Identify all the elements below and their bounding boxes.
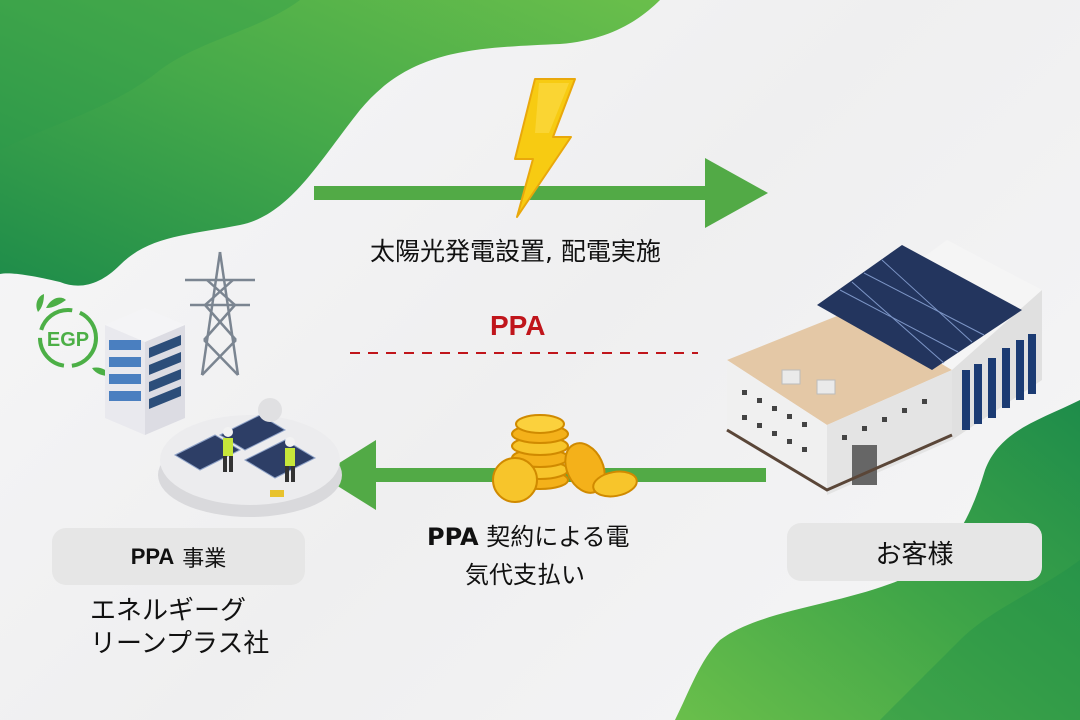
provider-illustration: EGP <box>20 250 342 520</box>
provider-label-text: 事業 <box>182 546 227 572</box>
arrow-right <box>314 158 768 228</box>
customer-label-box: お客様 <box>787 523 1042 581</box>
provider-name-line1: エネルギーグ <box>90 596 247 626</box>
power-tower-icon <box>185 251 255 376</box>
coins-icon <box>492 414 638 503</box>
flow-bottom-label-line1: PPA 契約による電 <box>427 517 629 552</box>
wave-bottom-right-shade <box>880 560 1080 720</box>
egp-logo: EGP <box>36 294 110 376</box>
worker-2 <box>285 437 295 482</box>
flow-bottom-label-bold: PPA <box>427 523 479 551</box>
wave-top-left-shade <box>0 0 300 150</box>
provider-label-box: PPA 事業 <box>52 528 305 585</box>
lightning-icon <box>514 78 576 218</box>
office-building-icon <box>105 308 185 435</box>
provider-name-line2: リーンプラス社 <box>90 629 270 659</box>
customer-factory-icon <box>726 240 1042 495</box>
customer-label-text: お客様 <box>875 539 954 570</box>
contract-label: PPA <box>490 310 546 341</box>
rooftop-solar-icon <box>158 398 342 517</box>
worker-1 <box>223 427 233 472</box>
flow-bottom-label-text: 契約による電 <box>486 523 630 551</box>
flow-bottom-label-line2: 気代支払い <box>465 561 585 589</box>
wave-top-left <box>0 0 660 286</box>
provider-label-bold: PPA <box>130 543 175 569</box>
flow-top-label: 太陽光発電設置, 配電実施 <box>370 237 661 266</box>
wave-bottom-right <box>675 400 1080 720</box>
contract-dashed-line <box>350 352 698 354</box>
egp-logo-text: EGP <box>47 329 89 351</box>
